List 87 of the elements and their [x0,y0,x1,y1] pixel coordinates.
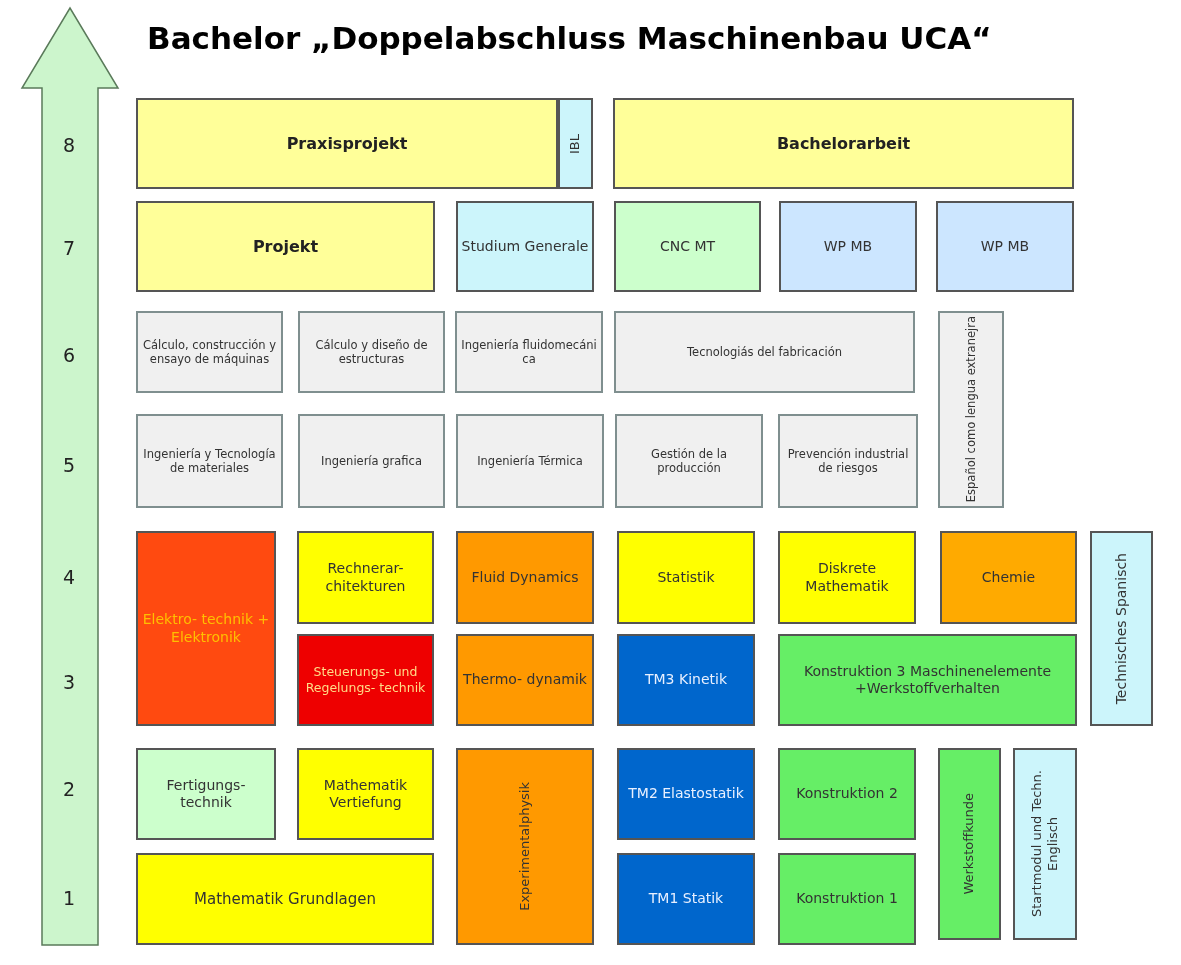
module-name: Fertigungs- technik [165,776,247,812]
module-box [297,748,434,840]
module-box [456,414,604,508]
semester-number: 1 [61,887,77,909]
module-box [617,531,755,624]
module-name: Fluid Dynamics [471,568,579,587]
module-name: Cálculo, construcción y ensayo de máquinas [141,337,278,367]
module-box [778,531,916,624]
module-name: Ingeniería y Tecnología de materiales [142,446,277,476]
module-name: TM1 Statik [648,890,724,908]
module-name: Bachelorarbeit [776,133,911,154]
module-name: Konstruktion 2 [796,785,898,803]
module-box [136,531,276,726]
module-box [455,311,603,393]
module-name: Konstruktion 1 [796,890,898,908]
module-name: Tecnologiás del fabricación [687,344,842,360]
module-box [938,311,1004,508]
module-box [1013,748,1077,940]
module-name: Cálculo y diseño de estructuras [314,337,429,367]
module-box [938,748,1001,940]
module-name: WP MB [980,237,1030,256]
module-name: Mathematik Vertiefung [322,776,409,812]
semester-number: 3 [61,671,77,693]
module-name: Chemie [981,568,1036,587]
semester-number: 5 [61,454,77,476]
module-name: IBL [567,133,584,154]
semester-number: 2 [61,778,77,800]
module-name: Statistik [657,568,715,587]
semester-number: 8 [61,134,77,156]
module-name: Ingeniería Térmica [477,453,583,469]
module-box [136,853,434,945]
module-name: TM2 Elastostatik [628,785,744,803]
module-box [136,201,435,292]
module-name: Technisches Spanisch [1112,552,1130,705]
module-name: Werkstoffkunde [961,793,978,895]
module-name: Praxisprojekt [286,133,408,154]
module-box [778,748,916,840]
module-box [298,311,445,393]
module-box [613,98,1074,189]
module-box [558,98,593,189]
module-box [617,853,755,945]
title: Bachelor „Doppelabschluss Maschinenbau UCA“ [147,20,992,56]
module-box [940,531,1077,624]
module-box [617,748,755,840]
module-name: Experimentalphysik [516,782,533,911]
module-box [779,201,917,292]
module-name: Rechnerar- chitekturen [324,560,407,595]
module-box [456,748,594,945]
module-box [136,311,283,393]
module-name: Thermo- dynamik [463,671,587,689]
module-box [614,201,761,292]
semester-number: 7 [61,237,77,259]
module-box [778,853,916,945]
module-box [297,531,434,624]
module-box [456,201,594,292]
module-name: Ingeniería grafica [321,453,422,469]
module-box [778,414,918,508]
module-box [778,634,1077,726]
module-name: Projekt [252,236,319,257]
module-name: Prevención industrial de riesgos [786,446,910,476]
module-name: Español como lengua extranejra [963,316,979,503]
module-box [297,634,434,726]
module-box [136,414,283,508]
module-box [456,634,594,726]
module-name: Mathematik Grundlagen [194,889,376,909]
module-box [136,748,276,840]
module-box [617,634,755,726]
module-name: Diskrete Mathematik [804,560,890,595]
module-name: WP MB [823,237,873,256]
module-name: Ingeniería fluidomecáni ca [460,337,598,367]
semester-number: 4 [61,566,77,588]
module-name: Konstruktion 3 Maschinenelemente +Werkstoffverhalten [802,662,1053,698]
module-name: TM3 Kinetik [645,671,727,689]
module-box [1090,531,1153,726]
semester-number: 6 [61,344,77,366]
module-name: Steuerungs- und Regelungs- technik [304,664,427,696]
module-name: Elektro- technik + Elektronik [141,611,271,646]
module-box [614,311,915,393]
module-box [615,414,763,508]
module-name: Studium Generale [461,237,589,256]
module-box [936,201,1074,292]
module-box [136,98,558,189]
module-box [456,531,594,624]
module-name: Gestión de la producción [650,446,728,476]
module-name: CNC MT [659,237,716,256]
module-name: Startmodul und Techn. Englisch [1028,769,1061,920]
module-box [298,414,445,508]
